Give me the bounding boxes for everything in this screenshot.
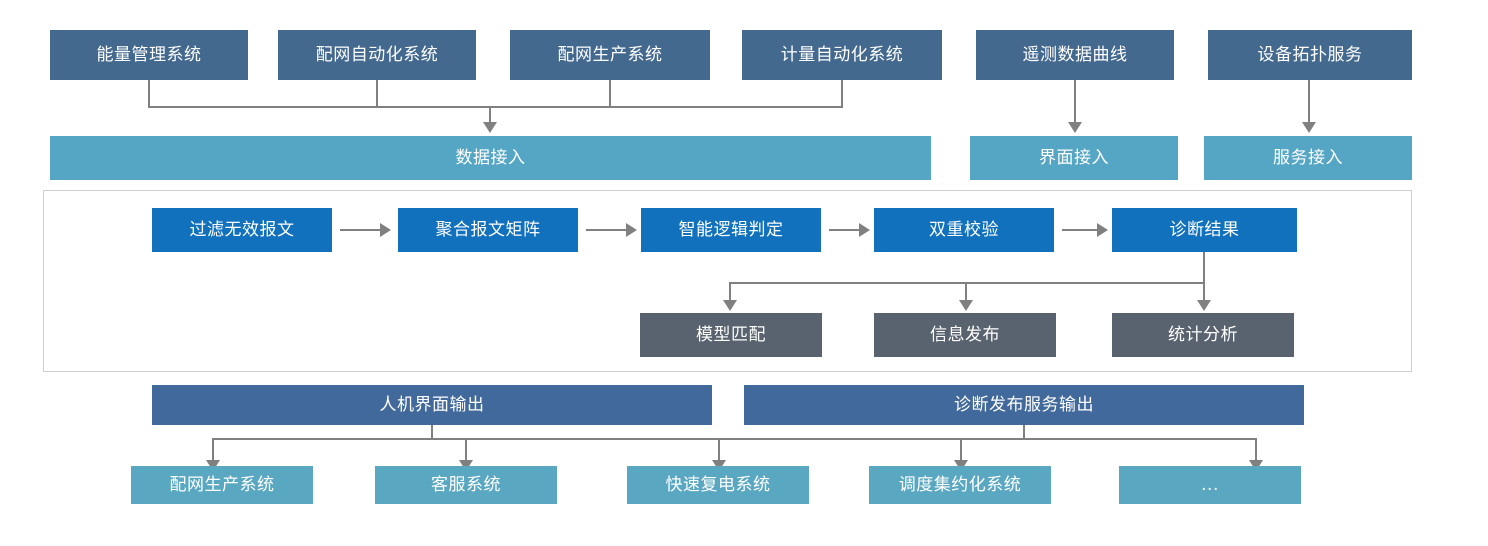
arrowhead-info-publish (959, 300, 973, 311)
source-box-metering-automation[interactable]: 计量自动化系统 (742, 30, 942, 80)
process-box-filter-invalid-messages[interactable]: 过滤无效报文 (152, 208, 332, 252)
source-box-topology-service[interactable]: 设备拓扑服务 (1208, 30, 1412, 80)
connector-data-access-drop (489, 106, 491, 124)
connector-process-4-5 (1062, 229, 1097, 231)
connector-result-to-info-publish (965, 282, 967, 302)
arrowhead-consumer-4 (954, 460, 968, 471)
arrowhead-process-4-5 (1097, 223, 1108, 237)
result-box-statistical-analysis[interactable]: 统计分析 (1112, 313, 1294, 357)
process-box-intelligent-logic-decision[interactable]: 智能逻辑判定 (641, 208, 821, 252)
connector-process-1-2 (340, 229, 380, 231)
result-box-model-matching[interactable]: 模型匹配 (640, 313, 822, 357)
output-bar-diagnosis-service[interactable]: 诊断发布服务输出 (744, 385, 1304, 425)
access-bar-ui[interactable]: 界面接入 (970, 136, 1178, 180)
connector-process-2-3 (586, 229, 626, 231)
arrowhead-model-match (723, 300, 737, 311)
consumer-box-customer-service[interactable]: 客服系统 (375, 466, 557, 504)
arrowhead-process-3-4 (859, 223, 870, 237)
connector-result-to-model-match (729, 282, 731, 302)
connector-diagnosis-service-fanout-bus (718, 438, 1256, 440)
arrowhead-service-access (1302, 122, 1316, 133)
output-bar-hmi[interactable]: 人机界面输出 (152, 385, 712, 425)
access-bar-service[interactable]: 服务接入 (1204, 136, 1412, 180)
arrowhead-statistics (1197, 300, 1211, 311)
source-box-distribution-production[interactable]: 配网生产系统 (510, 30, 710, 80)
connector-source-3-drop (609, 80, 611, 108)
connector-source-merge-bus (148, 106, 843, 108)
consumer-box-dispatch-intensive[interactable]: 调度集约化系统 (869, 466, 1051, 504)
arrowhead-data-access (483, 122, 497, 133)
consumer-box-more[interactable]: ... (1119, 466, 1301, 504)
connector-result-drop (1203, 252, 1205, 283)
connector-service-to-consumer-4 (960, 438, 962, 462)
consumer-box-distribution-production[interactable]: 配网生产系统 (131, 466, 313, 504)
connector-hmi-to-consumer-2 (465, 438, 467, 462)
source-box-energy-management[interactable]: 能量管理系统 (50, 30, 248, 80)
arrowhead-consumer-1 (206, 460, 220, 471)
process-box-diagnosis-result[interactable]: 诊断结果 (1112, 208, 1297, 252)
connector-source-2-drop (376, 80, 378, 108)
source-box-telemetry-curve[interactable]: 遥测数据曲线 (976, 30, 1174, 80)
connector-diagnosis-service-drop (1023, 425, 1025, 439)
connector-hmi-to-consumer-3 (718, 438, 720, 462)
arrowhead-consumer-5 (1249, 460, 1263, 471)
connector-hmi-drop (431, 425, 433, 439)
access-bar-data[interactable]: 数据接入 (50, 136, 931, 180)
source-box-distribution-automation[interactable]: 配网自动化系统 (278, 30, 476, 80)
result-box-information-publish[interactable]: 信息发布 (874, 313, 1056, 357)
arrowhead-process-1-2 (380, 223, 391, 237)
connector-result-to-statistics (1203, 282, 1205, 302)
connector-topology-drop (1308, 80, 1310, 124)
connector-source-1-drop (148, 80, 150, 108)
connector-source-4-drop (841, 80, 843, 108)
process-box-aggregate-message-matrix[interactable]: 聚合报文矩阵 (398, 208, 578, 252)
process-box-dual-verification[interactable]: 双重校验 (874, 208, 1054, 252)
arrowhead-consumer-2 (459, 460, 473, 471)
connector-result-fanout-bus (729, 282, 1205, 284)
connector-hmi-to-consumer-1 (212, 438, 214, 462)
arrowhead-process-2-3 (626, 223, 637, 237)
arrowhead-consumer-3 (712, 460, 726, 471)
connector-service-to-consumer-5 (1255, 438, 1257, 462)
arrowhead-ui-access (1068, 122, 1082, 133)
consumer-box-fast-power-restoration[interactable]: 快速复电系统 (627, 466, 809, 504)
connector-telemetry-drop (1074, 80, 1076, 124)
connector-process-3-4 (829, 229, 859, 231)
